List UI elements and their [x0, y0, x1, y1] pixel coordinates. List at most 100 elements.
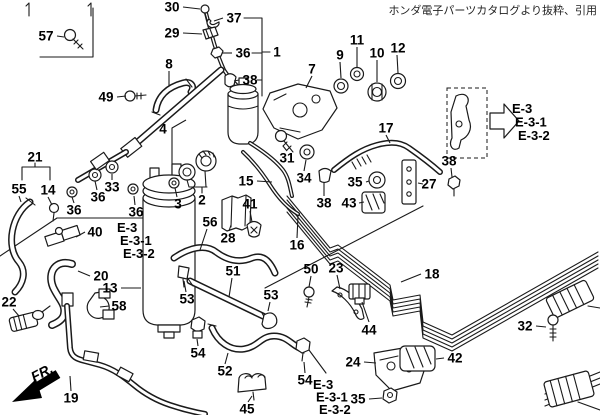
leader-line-36 — [94, 180, 98, 191]
leader-line-44 — [361, 301, 370, 323]
bolt-31 — [274, 129, 294, 153]
bolt-50 — [303, 286, 315, 308]
ref-bottom-line-2: E-3-1 — [316, 390, 348, 405]
pipe-clamp-upper-right — [545, 279, 600, 319]
part-number-9: 9 — [336, 48, 344, 63]
bolt-32 — [547, 314, 559, 342]
leader-line-17 — [385, 134, 391, 144]
leader-line-28 — [228, 224, 232, 232]
leader-line-24 — [363, 361, 377, 364]
part-number-32: 32 — [517, 319, 532, 334]
leader-line-9 — [339, 61, 342, 79]
part-number-53: 53 — [179, 292, 195, 307]
part-number-23: 23 — [328, 261, 344, 276]
leader-line-22 — [12, 308, 20, 317]
leader-line-20 — [77, 270, 91, 277]
pipe-17 — [331, 139, 443, 175]
leader-line-7 — [305, 75, 313, 89]
nut-38-right — [447, 175, 461, 197]
part-number-36: 36 — [66, 203, 82, 218]
leader-line-36 — [71, 196, 75, 204]
ref-left-line-2: E-3-1 — [120, 233, 152, 248]
part-number-55: 55 — [11, 182, 27, 197]
part-number-35: 35 — [347, 175, 363, 190]
part-number-12: 12 — [390, 41, 405, 56]
part-number-10: 10 — [369, 46, 384, 61]
clip-38-mid — [318, 167, 332, 184]
part-number-36: 36 — [128, 205, 144, 220]
hose-52 — [207, 323, 306, 354]
part-number-40: 40 — [87, 225, 102, 240]
leader-line-57 — [56, 35, 65, 38]
pipe-inner — [210, 326, 304, 352]
part-number-4: 4 — [159, 122, 167, 137]
ref-right-line-1: E-3 — [512, 101, 532, 116]
pipe-15-inner — [249, 142, 293, 197]
leader-line-49 — [116, 95, 127, 98]
leader-line-16 — [296, 215, 299, 239]
leader-line-53 — [183, 280, 187, 293]
part-number-36: 36 — [235, 46, 251, 61]
part-number-19: 19 — [63, 391, 78, 406]
elbow-40 — [44, 224, 81, 247]
fr-arrow-icon — [12, 370, 61, 402]
pipe-inner — [188, 279, 267, 319]
part-number-21: 21 — [27, 150, 43, 165]
bracket-21-lines — [21, 162, 51, 181]
part-number-3: 3 — [174, 197, 182, 212]
stay-27 — [401, 159, 417, 205]
pipe-inner — [65, 304, 207, 415]
part-number-18: 18 — [424, 267, 440, 282]
leader-line-42 — [435, 357, 445, 360]
leader-line-45 — [247, 395, 253, 403]
bolt-14 — [48, 202, 60, 222]
bolt-49 — [124, 90, 147, 102]
clip-44 — [348, 283, 371, 305]
nut-54-bottom — [295, 337, 327, 374]
leader-line-53 — [267, 301, 271, 312]
part-number-38: 38 — [316, 196, 332, 211]
part-number-41: 41 — [242, 197, 258, 212]
ref-right-line-2: E-3-1 — [515, 115, 547, 130]
part-number-13: 13 — [102, 281, 118, 296]
leader-line-30 — [182, 6, 201, 10]
pipe-inner — [131, 68, 223, 148]
leader-line-29 — [182, 32, 203, 35]
ref-left-line-1: E-3 — [117, 220, 137, 235]
pipe-16-inner — [242, 151, 299, 215]
clip-53-left — [177, 265, 190, 288]
leader-line-32 — [535, 325, 547, 328]
part-number-56: 56 — [202, 215, 218, 230]
clip-53-right — [261, 312, 278, 330]
leader-line-41 — [249, 210, 253, 223]
leader-line-52 — [224, 352, 229, 365]
clip-42 — [399, 345, 436, 372]
part-number-35: 35 — [350, 392, 366, 407]
leader-line-58 — [99, 305, 110, 308]
part-number-16: 16 — [289, 238, 305, 253]
catalog-credit-text: ホンダ電子パーツカタログより抜粋、引用 — [388, 3, 597, 17]
leader-line-18 — [400, 273, 422, 283]
part-number-31: 31 — [279, 151, 295, 166]
part-number-45: 45 — [239, 402, 255, 415]
part-number-38: 38 — [441, 154, 457, 169]
bolt-57 — [63, 28, 84, 50]
nut-35-bottom — [382, 387, 398, 404]
leader-line-27 — [417, 182, 424, 185]
leader-line-35 — [365, 180, 370, 183]
leader-line-19 — [69, 375, 72, 392]
hose-51 — [186, 276, 269, 323]
part-number-14: 14 — [40, 183, 56, 198]
part-number-38: 38 — [242, 73, 258, 88]
washer-34 — [299, 144, 315, 160]
ref-right-line-3: E-3-2 — [518, 128, 550, 143]
part-number-27: 27 — [421, 177, 436, 192]
mount-43 — [361, 191, 386, 214]
part-number-51: 51 — [225, 264, 241, 279]
leader-line-56 — [199, 228, 208, 251]
nut-54-left — [190, 316, 206, 339]
part-number-42: 42 — [447, 351, 462, 366]
